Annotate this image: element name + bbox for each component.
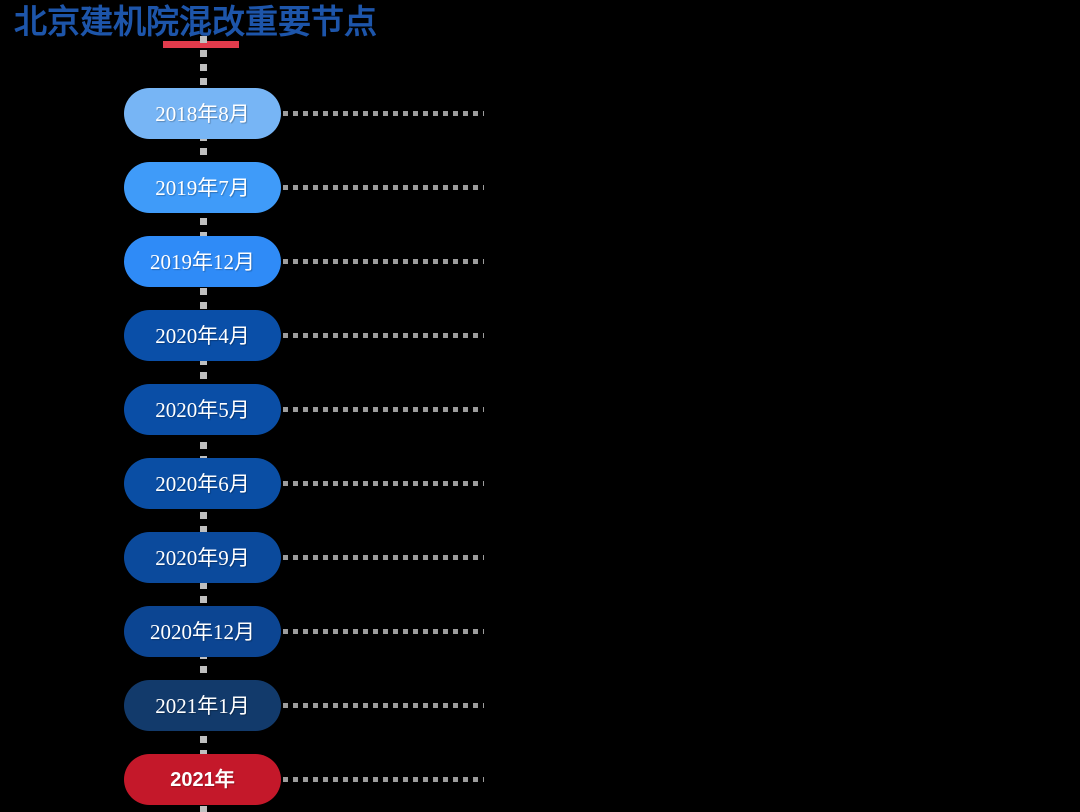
timeline-milestone-label: 2021年 bbox=[170, 768, 235, 791]
timeline-milestone-label: 2018年8月 bbox=[155, 101, 250, 126]
timeline-milestone-label: 2020年4月 bbox=[155, 323, 250, 348]
timeline-leader-line bbox=[283, 333, 484, 338]
timeline-milestone-pill[interactable]: 2021年1月 bbox=[124, 680, 281, 731]
timeline-item: 2019年7月 bbox=[124, 162, 544, 213]
timeline-leader-line bbox=[283, 777, 484, 782]
timeline-leader-line bbox=[283, 259, 484, 264]
timeline-milestone-pill[interactable]: 2019年7月 bbox=[124, 162, 281, 213]
timeline-item: 2021年1月 bbox=[124, 680, 544, 731]
timeline-milestone-label: 2021年1月 bbox=[155, 693, 250, 718]
timeline-milestone-pill[interactable]: 2019年12月 bbox=[124, 236, 281, 287]
timeline-leader-line bbox=[283, 407, 484, 412]
timeline-milestone-label: 2020年12月 bbox=[150, 619, 255, 644]
timeline-milestone-label: 2020年5月 bbox=[155, 397, 250, 422]
timeline-item: 2019年12月 bbox=[124, 236, 544, 287]
timeline-milestone-label: 2020年9月 bbox=[155, 545, 250, 570]
timeline-milestone-pill[interactable]: 2020年5月 bbox=[124, 384, 281, 435]
timeline-milestone-pill[interactable]: 2021年 bbox=[124, 754, 281, 805]
timeline-leader-line bbox=[283, 481, 484, 486]
timeline-milestone-label: 2019年12月 bbox=[150, 249, 255, 274]
timeline-milestone-pill[interactable]: 2020年12月 bbox=[124, 606, 281, 657]
timeline-item: 2020年6月 bbox=[124, 458, 544, 509]
timeline-item: 2020年9月 bbox=[124, 532, 544, 583]
timeline-milestone-pill[interactable]: 2020年4月 bbox=[124, 310, 281, 361]
timeline-leader-line bbox=[283, 629, 484, 634]
timeline-item: 2021年 bbox=[124, 754, 544, 805]
timeline-milestone-label: 2020年6月 bbox=[155, 471, 250, 496]
timeline-leader-line bbox=[283, 111, 484, 116]
timeline-leader-line bbox=[283, 703, 484, 708]
timeline-milestone-label: 2019年7月 bbox=[155, 175, 250, 200]
timeline-item: 2020年5月 bbox=[124, 384, 544, 435]
timeline-item: 2020年12月 bbox=[124, 606, 544, 657]
timeline-milestone-pill[interactable]: 2020年9月 bbox=[124, 532, 281, 583]
timeline-leader-line bbox=[283, 555, 484, 560]
page-title: 北京建机院混改重要节点 bbox=[14, 3, 377, 40]
timeline-item: 2018年8月 bbox=[124, 88, 544, 139]
timeline-milestone-pill[interactable]: 2018年8月 bbox=[124, 88, 281, 139]
timeline-leader-line bbox=[283, 185, 484, 190]
timeline-item: 2020年4月 bbox=[124, 310, 544, 361]
timeline-milestone-pill[interactable]: 2020年6月 bbox=[124, 458, 281, 509]
